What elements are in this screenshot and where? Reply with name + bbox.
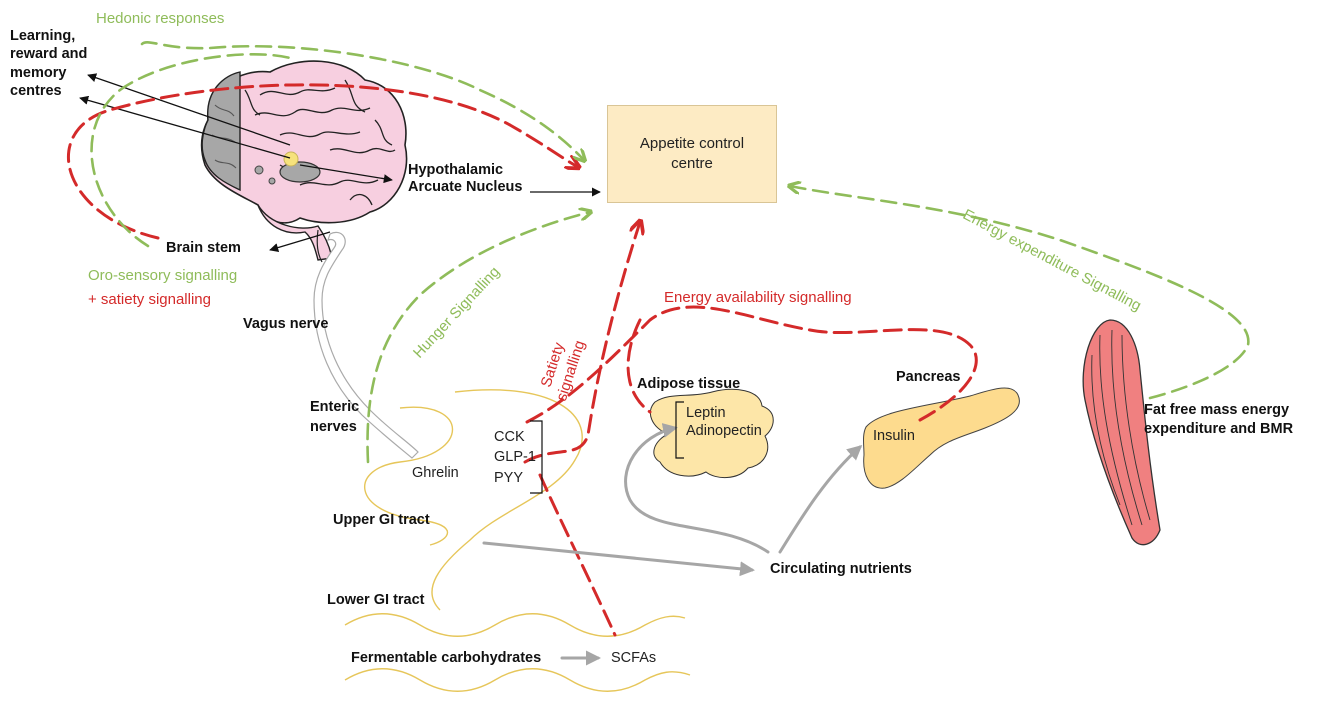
hedonic-responses-label: Hedonic responses — [96, 10, 225, 27]
gut-hormones-label: CCK GLP-1 PYY — [494, 429, 536, 486]
muscle-illustration — [1082, 319, 1161, 546]
brain-illustration — [200, 60, 408, 263]
brain-stem-label: Brain stem — [166, 240, 241, 256]
adipose-tissue-shape — [650, 388, 774, 478]
enteric-nerves-label: Enteric nerves — [310, 399, 360, 435]
learning-reward-memory-label: Learning, reward and memory centres — [10, 28, 88, 100]
adipose-tissue-label: Adipose tissue — [637, 376, 741, 392]
insulin-label: Insulin — [873, 428, 915, 444]
lower-gi-tract-label: Lower GI tract — [327, 592, 425, 608]
upper-gi-tract-label: Upper GI tract — [333, 512, 430, 528]
scfas-label: SCFAs — [611, 650, 657, 666]
ghrelin-label: Ghrelin — [412, 465, 459, 481]
pancreas-shape — [863, 387, 1020, 489]
circulating-nutrients-label: Circulating nutrients — [770, 561, 912, 577]
lower-gi-tract-shape — [344, 613, 691, 692]
energy-availability-label: Energy availability signalling — [664, 289, 852, 306]
appetite-control-centre-box: Appetite control centre — [607, 105, 777, 203]
red-satiety-arrows — [66, 83, 978, 637]
hypothalamic-nucleus-label: Hypothalamic Arcuate Nucleus — [408, 162, 523, 196]
pancreas-label: Pancreas — [896, 369, 961, 385]
upper-gi-tract-shape — [363, 389, 583, 611]
brackets — [530, 401, 684, 494]
green-signalling-arrows — [90, 41, 1250, 464]
grey-nutrient-arrows — [482, 423, 863, 666]
satiety-plus-label: + satiety signalling — [88, 291, 211, 308]
vagus-nerve-label: Vagus nerve — [243, 316, 329, 332]
adipokines-label: Leptin Adinopectin — [686, 405, 762, 440]
fermentable-carbohydrates-label: Fermentable carbohydrates — [351, 650, 542, 666]
vagus-nerve-shape — [313, 231, 419, 459]
oro-sensory-label: Oro-sensory signalling — [88, 267, 238, 284]
fat-free-mass-label: Fat free mass energy expenditure and BMR — [1144, 402, 1294, 437]
